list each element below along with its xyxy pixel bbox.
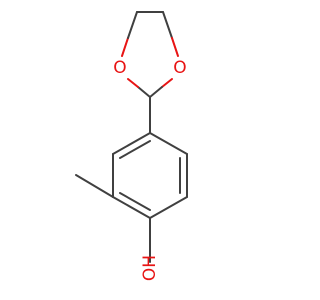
- benzene-ring: [112, 132, 188, 219]
- bond-ring-4-5-inner: [119, 192, 151, 211]
- bond-ring-4-5: [112, 196, 151, 219]
- bond-o1-c2-red: [161, 78, 173, 88]
- bond-ring-1-2: [149, 132, 188, 155]
- dioxolane-ring: [121, 11, 179, 98]
- bond-o2-c4-red: [121, 37, 129, 57]
- bond-o2-c4-grey: [127, 11, 138, 39]
- hydroxyl-label: OH: [140, 255, 160, 281]
- bond-c5-o1-grey: [162, 11, 173, 39]
- oxygen-label-left: O: [113, 58, 126, 78]
- oxygen-label-right: O: [173, 58, 186, 78]
- chemical-structure-diagram: O O OH: [75, 11, 188, 281]
- bond-c2-o2-red: [127, 78, 139, 88]
- bond-ring-6-1: [112, 132, 151, 155]
- bond-o1-c2-grey: [149, 86, 163, 98]
- bond-c2-o2-grey: [137, 86, 151, 98]
- bond-c5-o1-red: [171, 37, 179, 57]
- bond-ring-6-1-inner: [119, 140, 151, 159]
- bond-methyl: [75, 174, 114, 198]
- bond-ring-3-4: [149, 196, 188, 219]
